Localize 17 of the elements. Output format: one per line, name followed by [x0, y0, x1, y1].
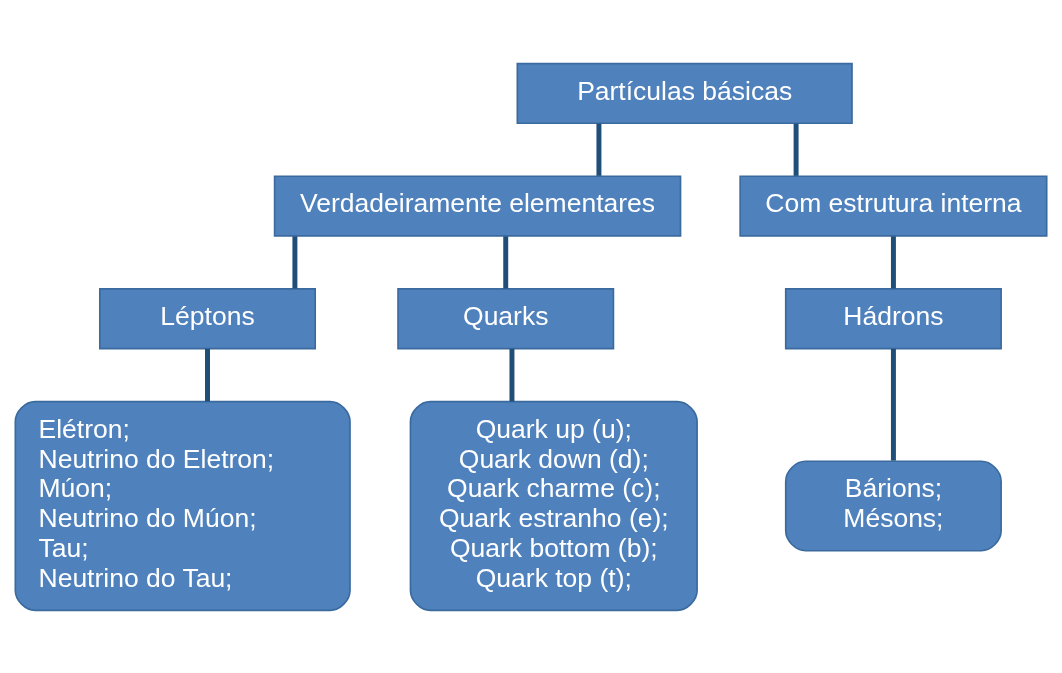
- node-box: Quark up (u); Quark down (d); Quark charme (c); Quark estranho (e); Quark bottom (b); Quark top (t);: [409, 400, 698, 611]
- connector: [793, 123, 799, 176]
- connector: [292, 235, 298, 288]
- connector: [205, 348, 210, 401]
- node-box: Partículas básicas: [516, 62, 853, 124]
- node-box: Bárions; Mésons;: [784, 459, 1002, 552]
- node-box: Léptons: [99, 287, 317, 349]
- node-box: Hádrons: [784, 287, 1002, 349]
- node-box: Elétron; Neutrino do Eletron; Múon; Neutrino do Múon; Tau; Neutrino do Tau;: [14, 400, 351, 611]
- connector: [509, 348, 515, 401]
- connector: [890, 348, 896, 461]
- connector: [503, 235, 509, 288]
- node-box: Verdadeiramente elementares: [273, 174, 682, 237]
- node-box: Quarks: [397, 287, 615, 349]
- node-box: Com estrutura interna: [739, 174, 1048, 237]
- connector: [890, 235, 896, 288]
- connector: [596, 123, 602, 176]
